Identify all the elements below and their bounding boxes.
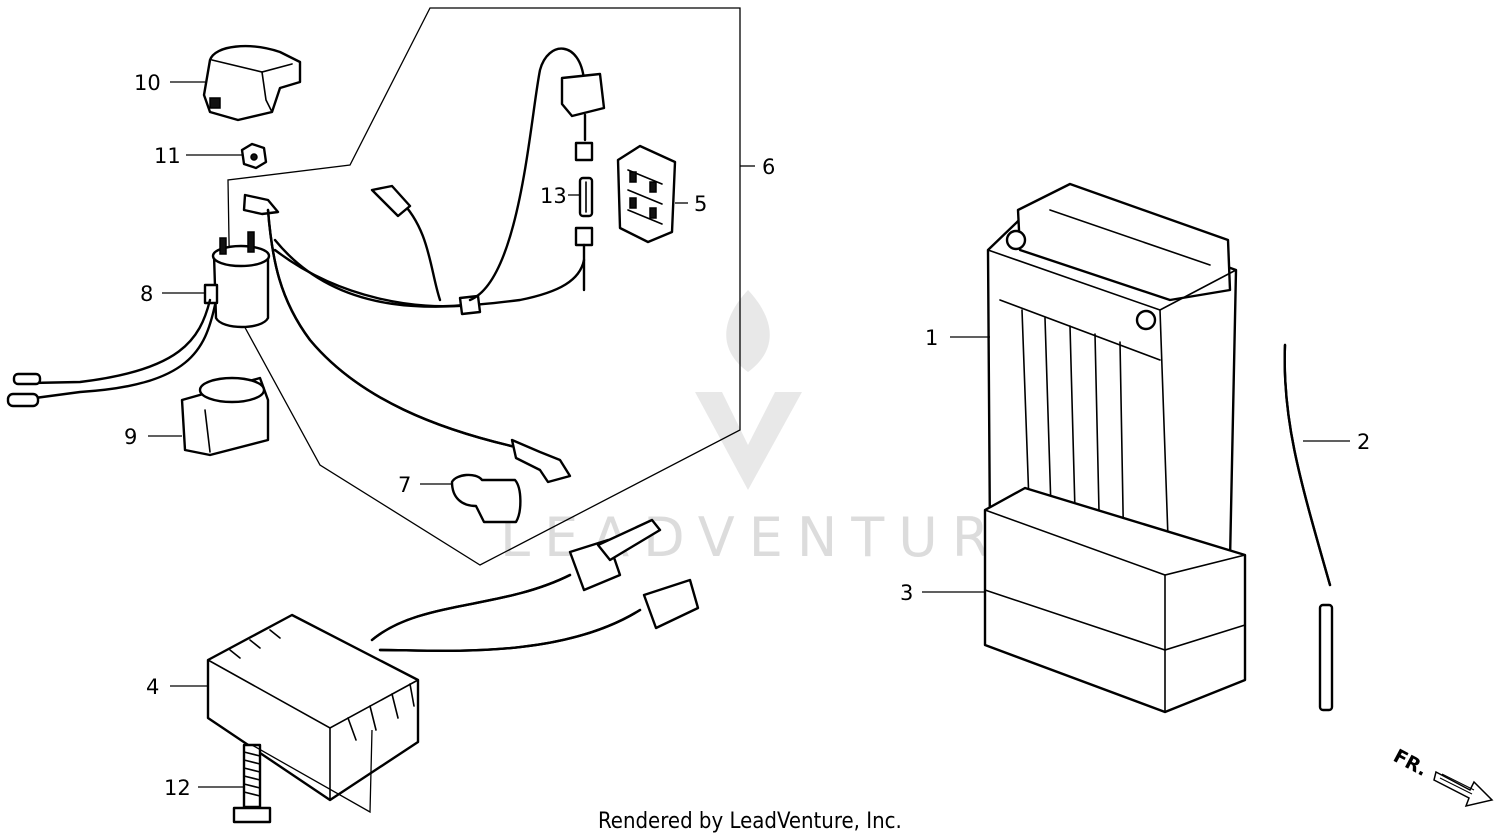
front-direction-indicator: FR.: [1390, 745, 1494, 808]
callout-labels: 1 2 3 4 5 6 7 8 9 10 11 12 13: [124, 71, 1370, 800]
bolt-guide-line: [251, 729, 373, 814]
watermark: LEADVENTURE: [500, 290, 1037, 569]
fuse-wire: [370, 47, 606, 302]
callout-1: 1: [925, 326, 938, 350]
watermark-logo-icon: [695, 290, 802, 490]
part-5-fuse-box[interactable]: [616, 144, 677, 244]
part-2-breather-tube[interactable]: [1283, 343, 1334, 712]
callout-9: 9: [124, 425, 137, 449]
direction-label: FR.: [1390, 745, 1431, 781]
callout-5: 5: [694, 192, 707, 216]
callout-6: 6: [762, 155, 775, 179]
callout-7: 7: [398, 473, 411, 497]
battery-cable: [242, 193, 586, 484]
callout-10: 10: [134, 71, 161, 95]
callout-12: 12: [164, 776, 191, 800]
callout-13: 13: [540, 184, 567, 208]
callout-3: 3: [900, 581, 913, 605]
part-3-battery-case[interactable]: [983, 486, 1247, 714]
callout-11: 11: [154, 144, 181, 168]
callout-8: 8: [140, 282, 153, 306]
front-arrow-icon: [1433, 770, 1494, 808]
callout-4: 4: [146, 675, 159, 699]
harness-region-outline: [227, 7, 741, 566]
part-8-starter-relay[interactable]: [203, 231, 271, 329]
part-13-fuse[interactable]: [578, 176, 594, 218]
part-9-relay-rubber[interactable]: [180, 376, 270, 457]
part-12-bolt[interactable]: [232, 743, 272, 824]
relay-wires: [6, 298, 217, 408]
leader-lines: [148, 81, 1350, 788]
part-7-terminal-cover[interactable]: [450, 473, 522, 524]
part-10-relay-cover[interactable]: [202, 44, 302, 122]
part-4-regulator[interactable]: [206, 613, 420, 802]
callout-2: 2: [1357, 430, 1370, 454]
regulator-harness: [370, 518, 700, 653]
footer-credit: Rendered by LeadVenture, Inc.: [598, 809, 902, 834]
part-11-nut[interactable]: [240, 142, 268, 170]
